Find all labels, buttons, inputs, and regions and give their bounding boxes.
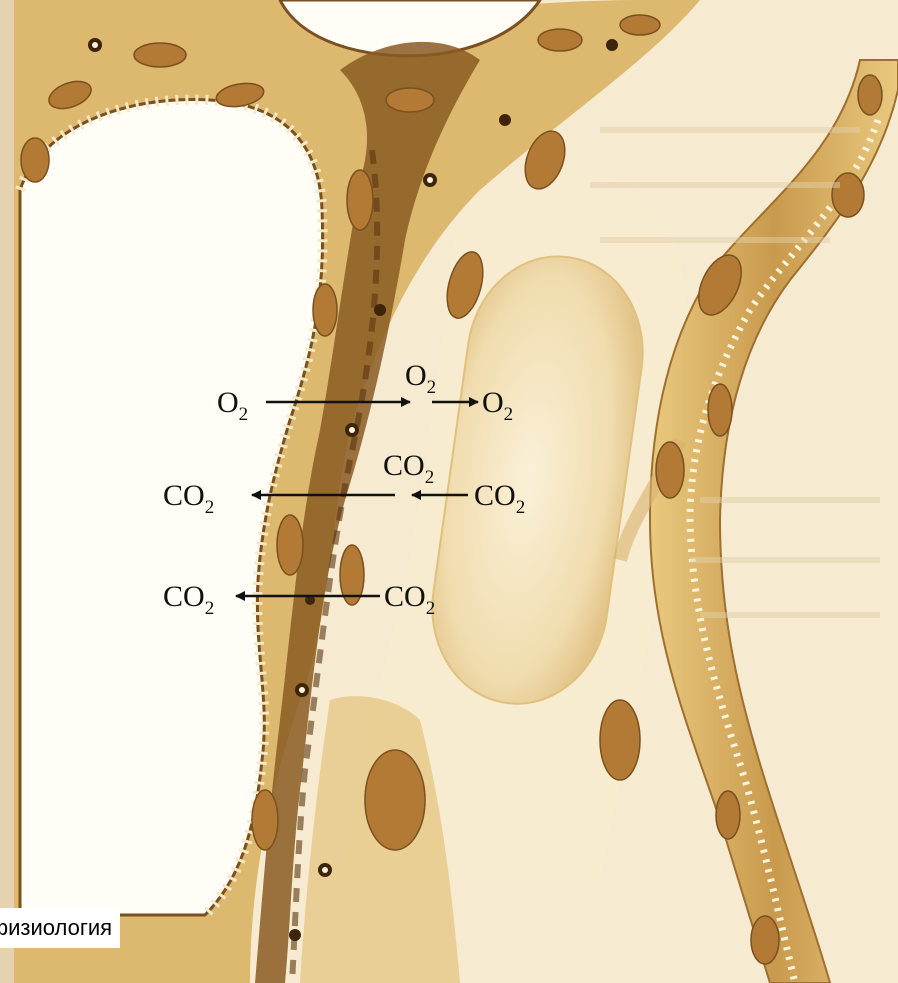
footer-caption: физиология [0,908,120,948]
left-edge-strip [0,0,14,983]
